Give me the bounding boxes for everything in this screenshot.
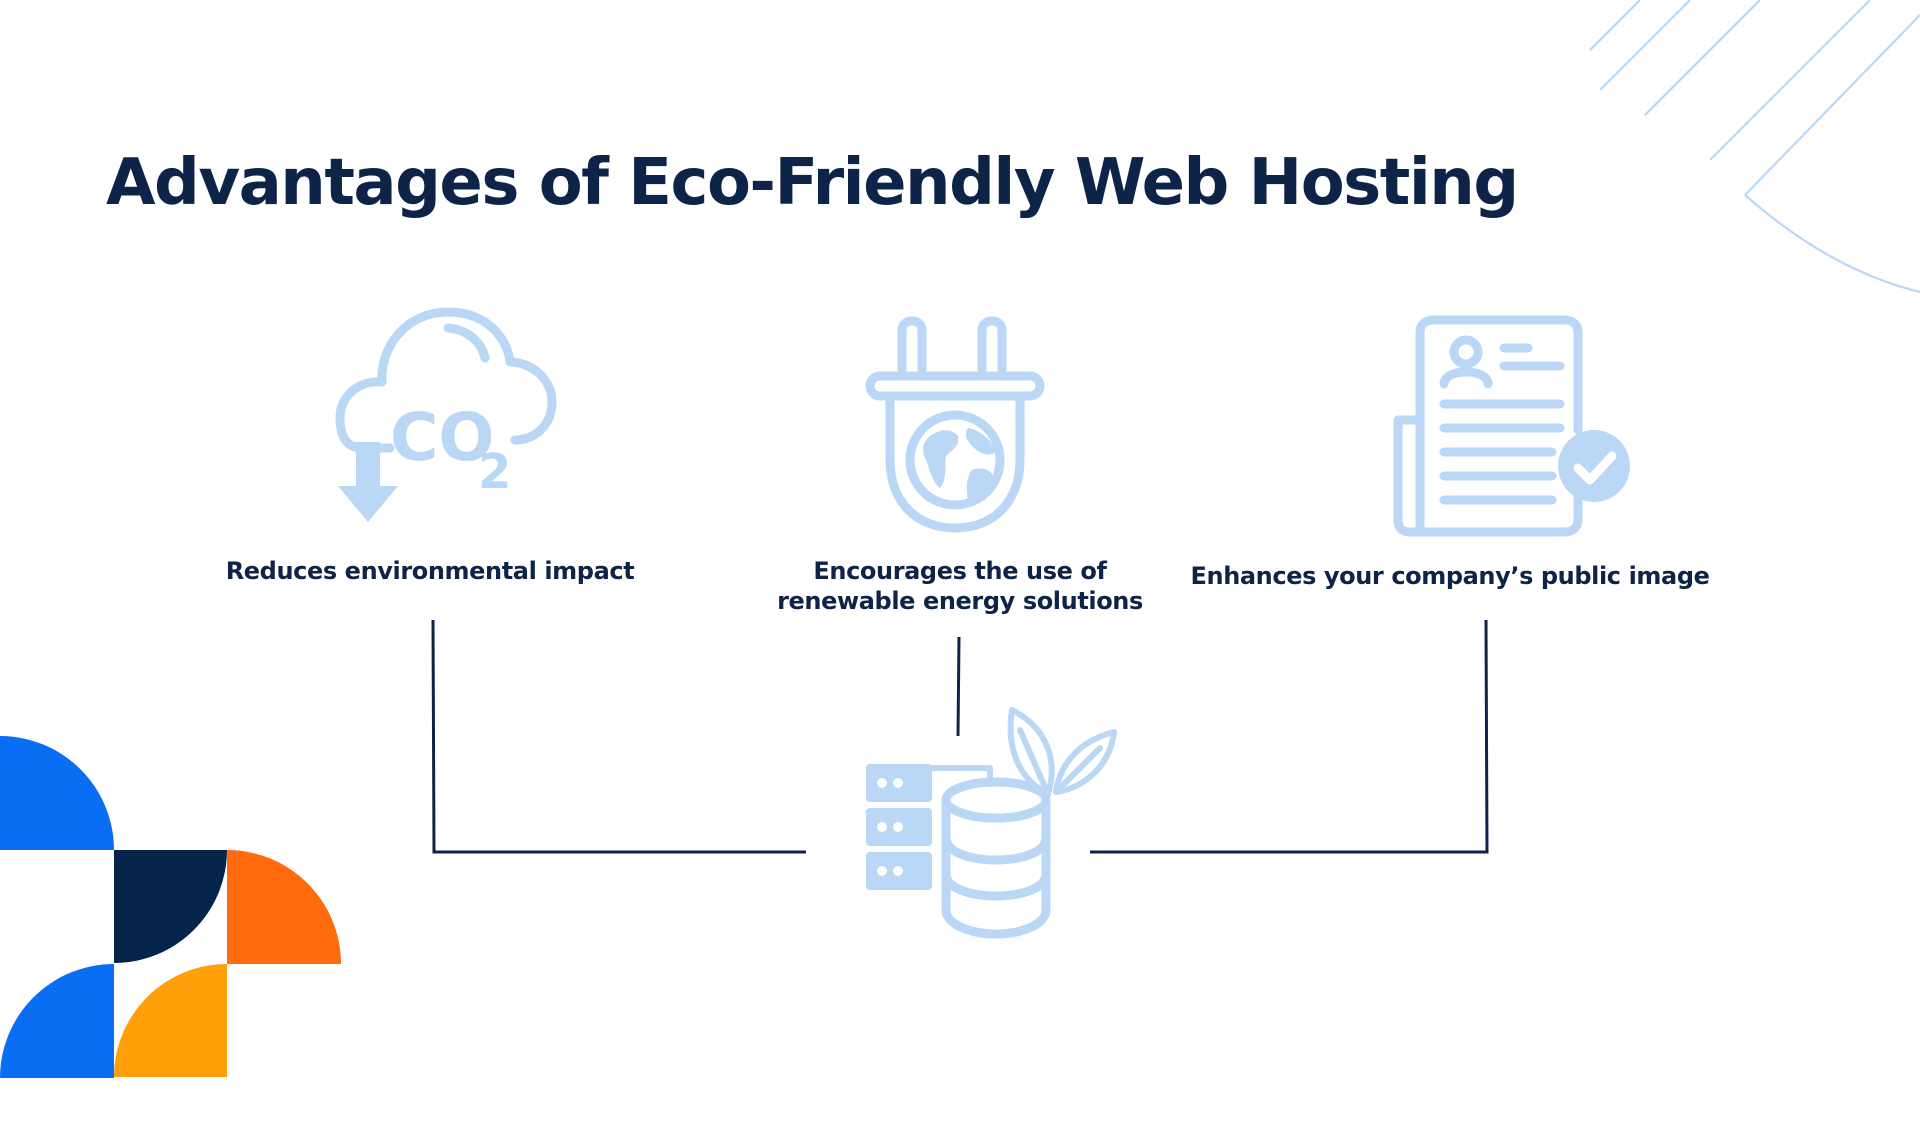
connector-center	[956, 636, 961, 737]
advantage-label-environment: Reduces environmental impact	[180, 556, 680, 586]
connector-left	[431, 619, 806, 854]
green-server-database-icon	[866, 707, 1117, 939]
certified-document-icon	[1393, 315, 1630, 537]
svg-text:CO: CO	[390, 399, 495, 476]
advantage-label-public-image: Enhances your company’s public image	[1180, 561, 1720, 591]
eco-plug-icon	[865, 316, 1045, 533]
advantage-label-renewable: Encourages the use of renewable energy s…	[710, 556, 1210, 616]
decorative-shapes-bottom-left	[0, 736, 341, 1078]
advantage-label-line: Reduces environmental impact	[225, 557, 635, 585]
connector-right	[1090, 619, 1489, 854]
advantage-label-line: Enhances your company’s public image	[1190, 562, 1710, 590]
svg-text:2: 2	[478, 444, 511, 500]
slide-title: Advantages of Eco-Friendly Web Hosting	[106, 146, 1519, 220]
connector-lines	[431, 619, 1489, 854]
advantage-label-line: renewable energy solutions	[777, 587, 1143, 615]
co2-reduction-icon: CO 2	[335, 307, 557, 522]
advantage-label-line: Encourages the use of	[813, 557, 1107, 585]
decorative-lines-top-right	[1589, 0, 1920, 294]
